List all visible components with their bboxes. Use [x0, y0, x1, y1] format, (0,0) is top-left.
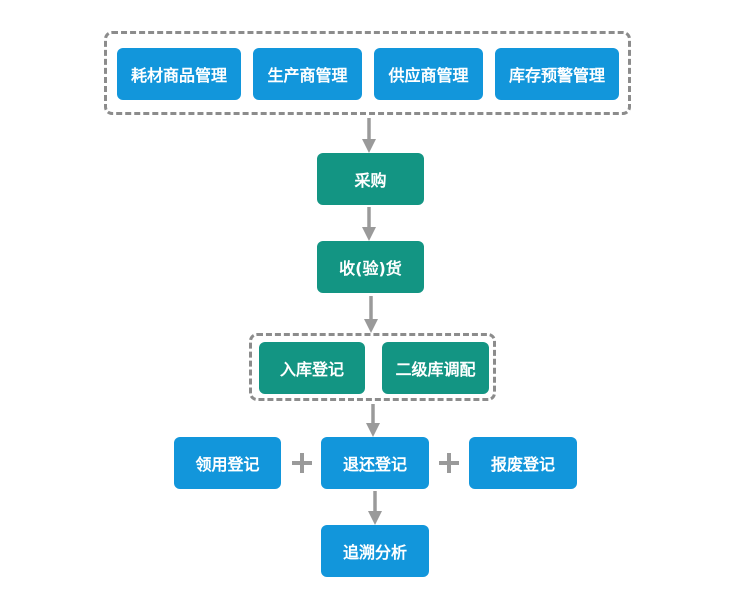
- node-supplier-management: 供应商管理: [374, 48, 483, 100]
- node-receive-inspect: 收(验)货: [317, 241, 424, 293]
- node-purchase: 采购: [317, 153, 424, 205]
- node-requisition: 领用登记: [174, 437, 281, 489]
- node-manufacturer-management: 生产商管理: [253, 48, 362, 100]
- plus-icon: [439, 453, 459, 473]
- node-scrap: 报废登记: [469, 437, 577, 489]
- management-group: [104, 31, 631, 115]
- node-consumable-goods-management: 耗材商品管理: [117, 48, 241, 100]
- node-warehouse-entry: 入库登记: [259, 342, 365, 394]
- node-return: 退还登记: [321, 437, 429, 489]
- node-inventory-warning-management: 库存预警管理: [495, 48, 619, 100]
- plus-icon: [292, 453, 312, 473]
- node-secondary-warehouse-transfer: 二级库调配: [382, 342, 489, 394]
- storage-group: [249, 333, 496, 401]
- node-traceability-analysis: 追溯分析: [321, 525, 429, 577]
